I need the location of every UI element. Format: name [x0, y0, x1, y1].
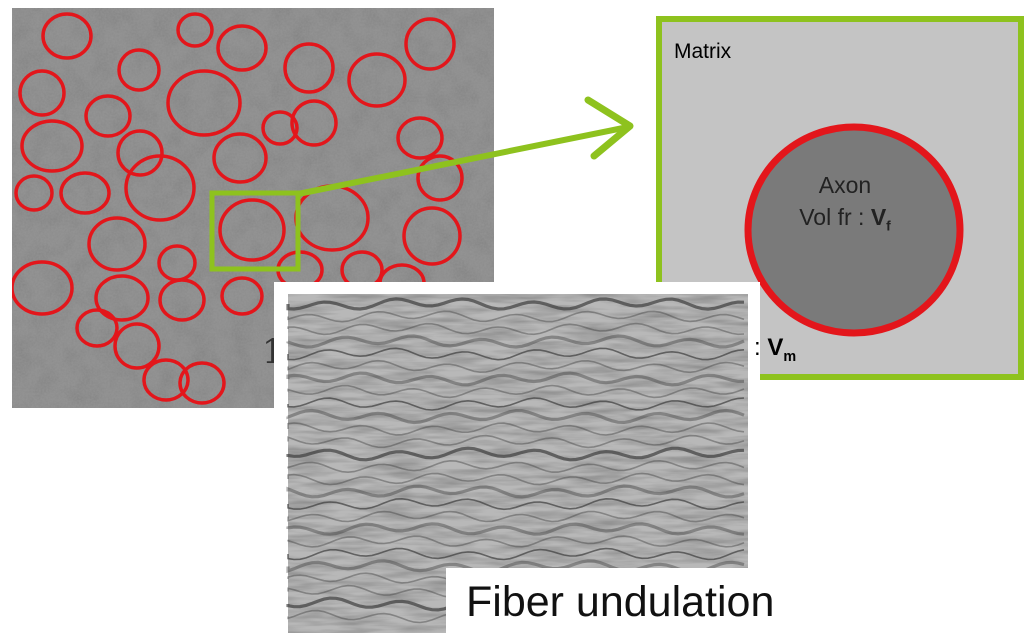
fiber-outline: [113, 322, 161, 370]
fiber-outline: [14, 174, 54, 212]
fiber-outline: [142, 358, 190, 402]
undulating-fiber: [287, 547, 745, 561]
undulating-fiber: [286, 297, 745, 311]
undulating-fiber: [286, 371, 744, 387]
undulating-fiber: [287, 422, 745, 436]
axon-volume-fraction: Vol fr : Vf: [799, 204, 891, 234]
fiber-undulation-caption: Fiber undulation: [466, 578, 775, 626]
undulating-fiber: [287, 497, 745, 511]
fiber-outline: [117, 48, 161, 92]
undulating-fiber: [286, 446, 745, 462]
fiber-outline: [158, 278, 206, 322]
undulating-fiber: [287, 472, 745, 486]
undulating-fiber: [287, 510, 745, 523]
undulating-fiber: [287, 459, 745, 474]
axon-cross-section-micrograph: 10: [12, 8, 494, 408]
undulating-fiber: [286, 408, 745, 425]
fiber-outline: [59, 171, 111, 215]
undulating-fiber: [287, 310, 745, 323]
selected-fiber-highlight: [209, 190, 301, 272]
fiber-outline: [20, 119, 84, 173]
fiber-outline: [75, 308, 119, 348]
fiber-outline: [12, 260, 74, 316]
fiber-outline: [404, 17, 456, 71]
axon-circle: [744, 123, 964, 337]
undulating-fiber: [287, 347, 745, 361]
undulating-fiber: [286, 559, 745, 574]
caption-background: [446, 568, 766, 633]
fiber-outline: [116, 129, 164, 177]
fiber-outline: [18, 69, 66, 117]
matrix-volume-fraction: : Vm: [754, 334, 797, 365]
undulating-fiber: [287, 384, 745, 399]
axon-label: Axon: [818, 172, 872, 198]
fiber-outline: [216, 24, 268, 72]
fiber-outline: [124, 154, 196, 222]
undulating-fiber: [286, 522, 745, 536]
fiber-outline: [178, 361, 226, 405]
fiber-outline: [402, 206, 462, 266]
fiber-outline: [87, 216, 147, 272]
undulating-fiber: [286, 334, 745, 349]
fiber-outline: [212, 132, 268, 184]
fiber-outline: [166, 69, 242, 137]
undulating-fiber: [287, 359, 745, 374]
fiber-outline: [94, 274, 150, 322]
matrix-label: Matrix: [674, 40, 732, 63]
undulating-fiber: [287, 434, 745, 449]
fiber-outline: [84, 94, 132, 138]
fiber-outline: [41, 12, 93, 60]
fiber-outline: [176, 12, 214, 48]
fiber-outline: [347, 52, 407, 108]
fiber-outline: [218, 198, 286, 262]
undulating-fiber: [287, 535, 745, 548]
undulating-fiber: [287, 397, 745, 411]
undulating-fiber: [287, 322, 745, 336]
fiber-outline: [220, 276, 264, 316]
fiber-outline: [283, 42, 335, 94]
undulating-fiber: [286, 484, 745, 499]
